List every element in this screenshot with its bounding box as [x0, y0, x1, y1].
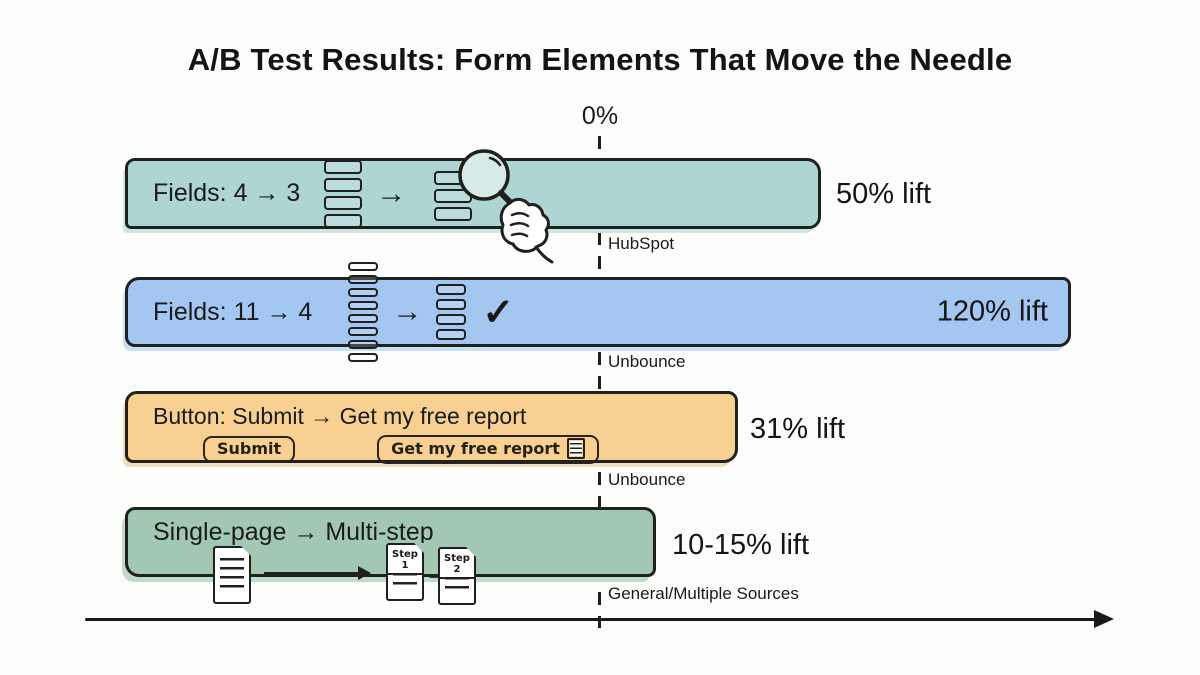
- step1-document-icon: Step 1: [386, 542, 425, 601]
- form-fields-4-icon: [436, 282, 467, 342]
- source-label-bar1: HubSpot: [608, 234, 675, 253]
- magnifier-hand-icon: [458, 148, 554, 263]
- lift-value-bar1: 50% lift: [836, 178, 932, 210]
- baseline-dashed-line: [598, 136, 601, 628]
- page-title: A/B Test Results: Form Elements That Mov…: [187, 42, 1013, 77]
- form-fields-11-icon: [348, 260, 379, 364]
- bar-single-vs-multistep: Single-page → Multi-step Step 1 → Step 2: [125, 507, 656, 605]
- lift-value-bar4: 10-15% lift: [672, 529, 810, 561]
- lift-value-bar2: 120% lift: [936, 295, 1048, 328]
- bar-fields-11-to-4: Fields: 11 → 4 → ✓ 120% lift: [125, 262, 1071, 362]
- bar-label: Fields: 11 → 4: [153, 297, 313, 326]
- long-arrow-icon: [264, 566, 371, 580]
- source-label-bar2: Unbounce: [608, 352, 686, 371]
- free-report-button-label: Get my free report: [391, 439, 560, 458]
- single-page-document-icon: [213, 545, 252, 604]
- bar-fields-4-to-3: Fields: 4 → 3 →: [125, 148, 821, 263]
- bar-label: Fields: 4 → 3: [153, 179, 301, 207]
- step1-label: Step 1: [388, 549, 422, 575]
- checkmark-icon: ✓: [482, 291, 515, 334]
- baseline-zero-label: 0%: [581, 102, 619, 130]
- submit-button-label: Submit: [217, 439, 282, 458]
- x-axis-line: [85, 618, 1097, 621]
- arrow-right-icon: →: [376, 176, 407, 210]
- step2-label: Step 2: [440, 553, 474, 579]
- bar-button-copy: Button: Submit → Get my free report Subm…: [125, 391, 738, 464]
- arrow-right-icon: →: [392, 295, 423, 328]
- source-label-bar3: Unbounce: [608, 470, 686, 489]
- bar-label: Button: Submit → Get my free report: [153, 403, 527, 429]
- document-icon: [566, 438, 585, 459]
- step2-document-icon: Step 2: [438, 546, 477, 605]
- bar-label: Single-page → Multi-step: [153, 518, 434, 546]
- lift-value-bar3: 31% lift: [750, 413, 846, 445]
- source-label-bar4: General/Multiple Sources: [608, 584, 799, 603]
- x-axis-arrowhead-icon: [1094, 610, 1114, 628]
- form-fields-4-icon: [324, 158, 363, 230]
- button-mockups-row: Submit Get my free report: [203, 435, 735, 464]
- fields-under-magnifier: [434, 148, 554, 263]
- free-report-button-mockup: Get my free report: [377, 435, 599, 464]
- submit-button-mockup: Submit: [203, 436, 296, 463]
